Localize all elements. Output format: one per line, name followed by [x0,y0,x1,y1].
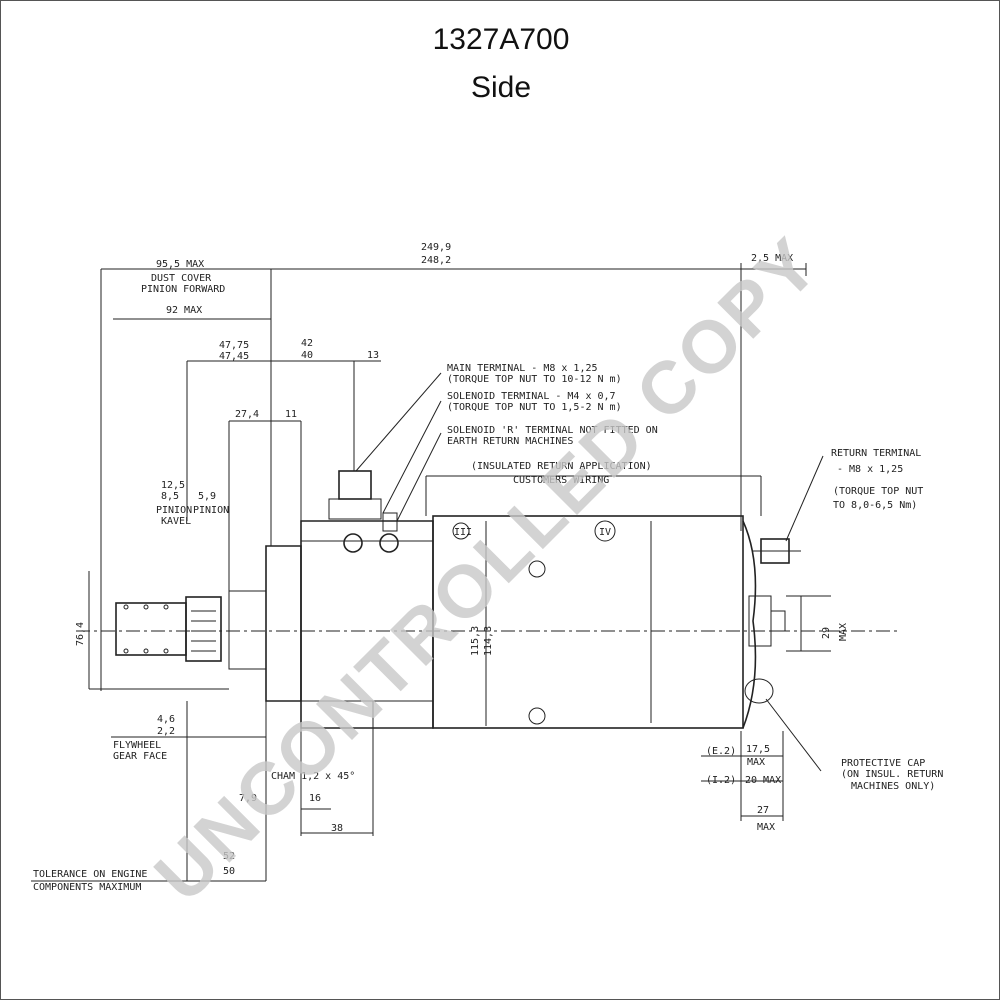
flywheel-label-2: GEAR FACE [113,751,167,762]
dimension-50: 50 [223,866,235,877]
dimension-4-6: 4,6 [157,714,175,725]
diameter-114-3: 114,3 [483,626,494,656]
protective-cap-note-2: (ON INSUL. RETURN [841,769,943,780]
chamfer-note: CHAM 1,2 x 45° [271,771,355,782]
part-number-title: 1327A700 [432,23,570,56]
overall-length-max: 249,9 [421,242,451,253]
return-terminal-note-3: (TORQUE TOP NUT [833,486,923,497]
dimension-12-5: 12,5 [161,480,185,491]
dimension-40: 40 [301,350,313,361]
dust-cover-note-1: DUST COVER [151,273,212,284]
tolerance-note-2: COMPONENTS MAXIMUM [33,882,141,893]
insulated-return-note: (INSULATED RETURN APPLICATION) [471,461,652,472]
dimension-7-9: 7,9 [239,793,257,804]
tolerance-note-1: TOLERANCE ON ENGINE [33,869,147,880]
dust-cover-dimension: 95,5 MAX [156,259,204,270]
return-terminal-note-2: - M8 x 1,25 [837,464,903,475]
watermark: UNCONTROLLED COPY [139,221,836,918]
dimension-2-5-max: 2,5 MAX [751,253,793,264]
e2-max: MAX [747,757,765,768]
main-terminal-note-1: MAIN TERMINAL - M8 x 1,25 [447,363,598,374]
leader-lines [355,372,824,772]
bottom-dimension-lines [31,701,784,882]
solenoid-r-note-1: SOLENOID 'R' TERMINAL NOT FITTED ON [447,425,658,436]
dimension-11: 11 [285,409,297,420]
solenoid-terminal-note-1: SOLENOID TERMINAL - M4 x 0,7 [447,391,616,402]
dimension-13: 13 [367,350,379,361]
i2-label: (I.2) [706,775,736,786]
flywheel-label-1: FLYWHEEL [113,740,161,751]
dimension-42: 42 [301,338,313,349]
customer-wiring-note: CUSTOMERS WIRING [513,475,609,486]
dimension-92-max: 92 MAX [166,305,202,316]
dimension-38: 38 [331,823,343,834]
dimension-47-45: 47,45 [219,351,249,362]
solenoid-terminal-note-2: (TORQUE TOP NUT TO 1,5-2 N m) [447,402,622,413]
pinion-kavel-label-2: KAVEL [161,516,191,527]
dimension-52: 52 [223,851,235,862]
starter-motor-outline [76,470,901,729]
overall-length-min: 248,2 [421,255,451,266]
return-terminal-note-1: RETURN TERMINAL [831,448,921,459]
solenoid-r-note-2: EARTH RETURN MACHINES [447,436,573,447]
dimension-27-max: MAX [757,822,775,833]
dimension-lines [100,263,807,691]
dimension-8-5: 8,5 [161,491,179,502]
protective-cap-note-3: MACHINES ONLY) [851,781,935,792]
return-terminal-note-4: TO 8,0-6,5 Nm) [833,500,917,511]
view-subtitle: Side [470,71,532,104]
e2-label: (E.2) [706,746,736,757]
dust-cover-note-2: PINION FORWARD [141,284,225,295]
dimension-29: 29 [821,627,832,639]
dimension-5-9: 5,9 [198,491,216,502]
e2-dimension: 17,5 [746,744,770,755]
dimension-47-75: 47,75 [219,340,249,351]
i2-dimension: 20 MAX [745,775,781,786]
dimension-2-2: 2,2 [157,726,175,737]
dimension-27-4: 27,4 [235,409,259,420]
protective-cap-note-1: PROTECTIVE CAP [841,758,925,769]
dimension-27: 27 [757,805,769,816]
mark-iv: IV [599,527,611,538]
dimension-16: 16 [309,793,321,804]
mark-iii: III [454,527,472,538]
diameter-76-4: 76,4 [75,622,86,646]
pinion-kavel-label-1: PINION [156,505,192,516]
pinion-label: PINION [193,505,229,516]
main-terminal-note-2: (TORQUE TOP NUT TO 10-12 N m) [447,374,622,385]
diameter-115-3: 115,3 [470,626,481,656]
dimension-29-max: MAX [838,623,849,641]
